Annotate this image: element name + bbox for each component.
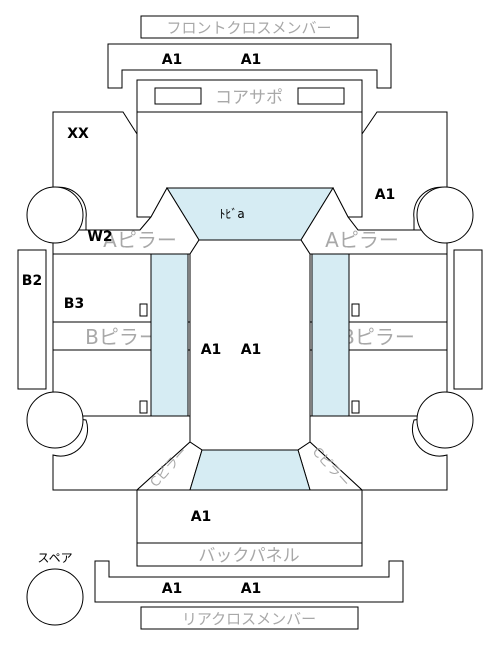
roof-panel-code-left: A1	[201, 342, 222, 358]
rear-left-wheel[interactable]	[26, 391, 84, 449]
back-panel[interactable]	[136, 542, 363, 567]
roof-label: ﾄﾋﾞa	[219, 207, 244, 221]
rear-cross-member-code-right: A1	[241, 581, 262, 597]
trunk-code: A1	[191, 509, 212, 525]
left-side-sill[interactable]	[17, 249, 47, 390]
roof-panel-code-right: A1	[241, 342, 262, 358]
core-support-label: コアサポ	[215, 88, 283, 108]
rear-cross-member-label: リアクロスメンバー	[182, 610, 316, 628]
right-a-pillar-label: Aピラー	[325, 228, 399, 252]
right-front-door[interactable]	[348, 253, 448, 323]
rear-right-wheel[interactable]	[416, 391, 474, 449]
back-panel-label: バックパネル	[198, 546, 299, 566]
left-front-door[interactable]	[52, 253, 152, 323]
front-cross-member-label: フロントクロスメンバー	[166, 19, 331, 37]
spare-label: スペア	[37, 551, 72, 565]
rear-cross-member[interactable]	[94, 560, 404, 603]
right-rear-door-handle	[351, 400, 360, 414]
core-support-left-tab	[154, 87, 202, 105]
right-front-apron-code: A1	[375, 187, 396, 203]
right-b-pillar-label: Bピラー	[341, 325, 415, 349]
rear-cross-member-label-box	[140, 606, 359, 630]
b3-code: B3	[64, 296, 84, 312]
trunk-lid[interactable]	[136, 489, 363, 544]
core-support-right-tab	[297, 87, 345, 105]
left-a-pillar-label: Aピラー	[103, 228, 177, 252]
right-front-door-handle	[351, 303, 360, 317]
left-side-glass[interactable]	[150, 253, 189, 418]
w2-code: W2	[87, 229, 112, 245]
front-right-wheel[interactable]	[416, 186, 474, 244]
left-b-pillar-label: Bピラー	[85, 325, 159, 349]
spare-tire[interactable]	[26, 568, 84, 626]
front-cross-member-code-right: A1	[241, 52, 262, 68]
front-cross-member[interactable]	[107, 43, 392, 89]
left-rear-door-handle	[139, 400, 148, 414]
left-rear-quarter[interactable]	[52, 415, 191, 491]
front-cross-member-code-left: A1	[162, 52, 183, 68]
right-side-sill[interactable]	[453, 249, 483, 390]
left-front-apron-code: XX	[67, 126, 89, 142]
rear-cross-member-code-left: A1	[162, 581, 183, 597]
right-side-glass[interactable]	[311, 253, 350, 418]
front-cross-member-label-box	[140, 15, 359, 39]
rear-glass[interactable]	[189, 449, 311, 491]
b2-code: B2	[22, 273, 42, 289]
front-left-wheel[interactable]	[26, 186, 84, 244]
left-front-door-handle	[139, 303, 148, 317]
right-rear-quarter[interactable]	[309, 415, 448, 491]
